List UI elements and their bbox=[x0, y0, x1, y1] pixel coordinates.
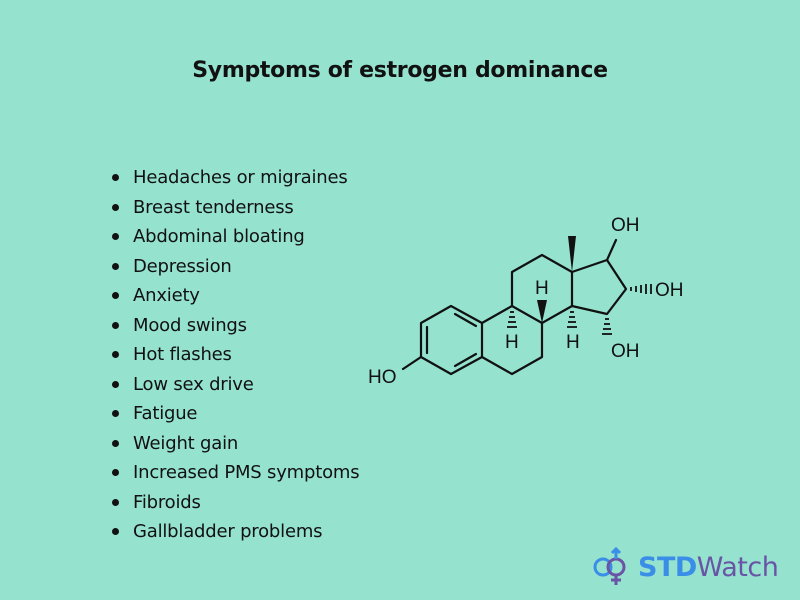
h-left-label: H bbox=[505, 332, 519, 353]
oh-bottom-label: OH bbox=[611, 341, 640, 362]
logo-watch-text: Watch bbox=[696, 551, 779, 583]
oh-right-label: OH bbox=[655, 280, 684, 301]
page-title: Symptoms of estrogen dominance bbox=[192, 58, 608, 83]
ring-b bbox=[480, 304, 544, 376]
list-item: Breast tenderness bbox=[110, 196, 359, 226]
list-item: Fatigue bbox=[110, 402, 359, 432]
list-item: Gallbladder problems bbox=[110, 520, 359, 550]
list-item: Increased PMS symptoms bbox=[110, 461, 360, 491]
ho-left-label: HO bbox=[368, 367, 397, 388]
list-item: Abdominal bloating bbox=[110, 225, 359, 255]
list-item: Hot flashes bbox=[110, 343, 359, 373]
list-item: Mood swings bbox=[110, 314, 359, 344]
list-item: Depression bbox=[110, 255, 359, 285]
ring-c bbox=[510, 253, 574, 325]
estriol-structure-diagram: OH OH OH HO H H H bbox=[368, 215, 684, 388]
h-top-label: H bbox=[535, 278, 549, 299]
logo-wordmark: STDWatch bbox=[638, 551, 779, 583]
symptom-list: Headaches or migraines Breast tenderness… bbox=[110, 166, 360, 550]
h-wedge bbox=[537, 300, 547, 323]
h-right-label: H bbox=[566, 332, 580, 353]
list-item: Headaches or migraines bbox=[110, 166, 359, 196]
list-item: Anxiety bbox=[110, 284, 359, 314]
ring-d bbox=[570, 258, 628, 316]
list-item: Weight gain bbox=[110, 432, 359, 462]
methyl-wedge bbox=[568, 236, 576, 272]
list-item: Fibroids bbox=[110, 491, 359, 521]
ring-a bbox=[419, 304, 484, 376]
oh-top-label: OH bbox=[611, 215, 640, 236]
logo-std-text: STD bbox=[638, 551, 697, 583]
stdwatch-logo: STDWatch bbox=[590, 545, 779, 589]
list-item: Low sex drive bbox=[110, 373, 359, 403]
gender-symbols-icon bbox=[593, 546, 626, 585]
hashed-bonds bbox=[507, 284, 652, 335]
